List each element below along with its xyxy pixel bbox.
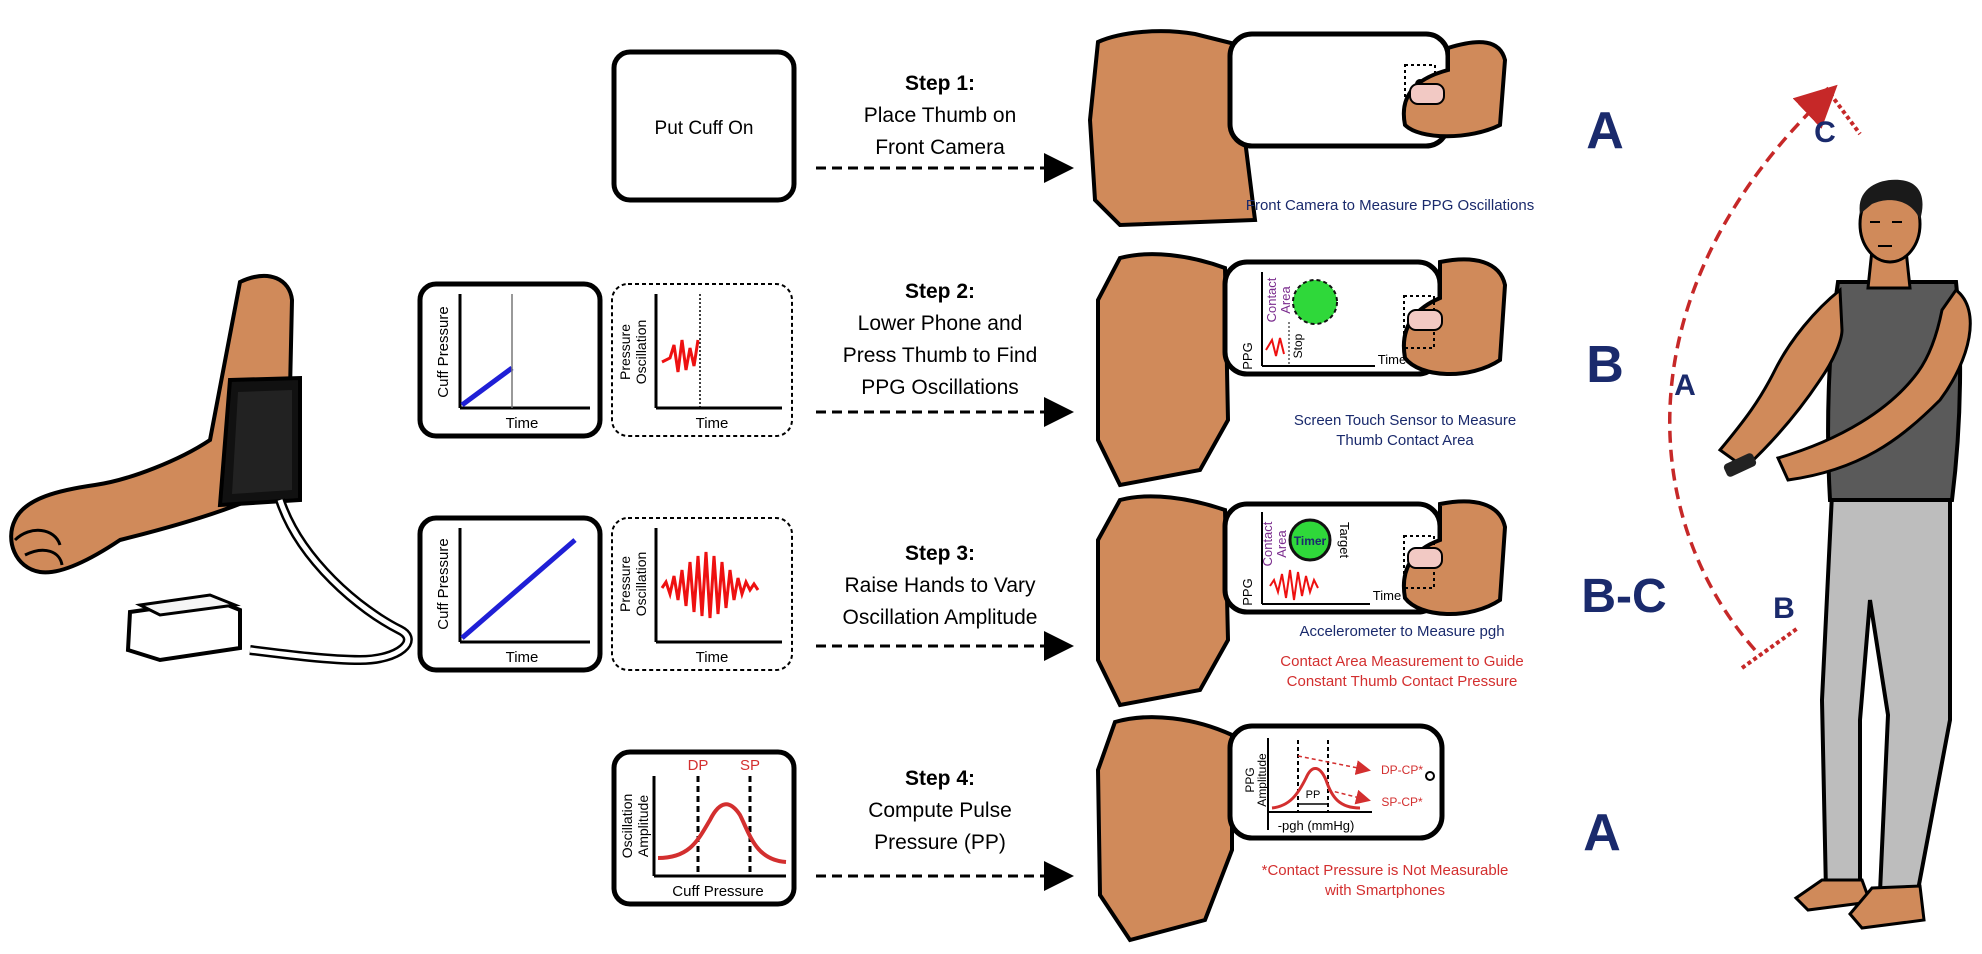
step-4-title: Step 4: xyxy=(905,767,975,790)
phone3-target: Target xyxy=(1337,522,1352,559)
arc-label-c: C xyxy=(1814,116,1836,149)
time-label-3b: Time xyxy=(696,649,729,666)
phone4-pgh: -pgh (mmHg) xyxy=(1278,818,1355,833)
put-cuff-on-label: Put Cuff On xyxy=(655,118,754,139)
arc-label-a: A xyxy=(1674,369,1696,402)
step-2-line-2: Press Thumb to Find xyxy=(843,344,1038,367)
step-2-row: Cuff Pressure Time Pressure Oscillation … xyxy=(417,252,1624,488)
step-2-line-1: Lower Phone and xyxy=(858,312,1023,335)
osc-amp-label-1: Oscillation xyxy=(619,794,635,859)
time-label-2b: Time xyxy=(696,415,729,432)
phone2-area: Area xyxy=(1278,286,1293,314)
phone2-time: Time xyxy=(1378,352,1406,367)
step-1-note-1: Front Camera to Measure PPG Oscillations xyxy=(1246,197,1534,214)
step-4-note-1: *Contact Pressure is Not Measurable xyxy=(1262,862,1509,879)
osc-amp-label-2: Amplitude xyxy=(635,795,651,857)
phone4-sp-cp: SP-CP* xyxy=(1381,795,1423,809)
step-1-line-1: Place Thumb on xyxy=(864,104,1017,127)
step-2-note-2: Thumb Contact Area xyxy=(1336,432,1474,449)
phone2-contact: Contact xyxy=(1264,277,1279,322)
phone3-area: Area xyxy=(1274,530,1289,558)
dp-label: DP xyxy=(688,757,709,774)
step-2-letter: B xyxy=(1586,336,1624,394)
pressure-oscillation-plot-step-2: Pressure Oscillation Time xyxy=(611,283,793,437)
oscillation-label-2: Oscillation xyxy=(633,320,649,385)
step-2-note-1: Screen Touch Sensor to Measure xyxy=(1294,412,1516,429)
step-3-letter: B-C xyxy=(1581,570,1666,623)
cuff-pressure-plot-step-3: Cuff Pressure Time xyxy=(417,515,603,673)
put-cuff-on-box xyxy=(611,49,797,203)
time-label-2a: Time xyxy=(506,415,539,432)
step-1-line-2: Front Camera xyxy=(875,136,1005,159)
phone-step-2: PPG Contact Area Stop Time xyxy=(1096,252,1508,488)
arm-with-cuff-illustration xyxy=(9,274,413,666)
step-3-row: Cuff Pressure Time Pressure Oscillation … xyxy=(417,494,1667,708)
phone4-ppg-amp-2: Amplitude xyxy=(1255,753,1269,807)
cuff-pressure-label-2: Cuff Pressure xyxy=(435,306,452,397)
phone-step-4: PP DP-CP* SP-CP* PPG Amplitude -pgh (mmH… xyxy=(1095,715,1445,943)
oscillation-label-3: Oscillation xyxy=(633,552,649,617)
phone4-dp-cp: DP-CP* xyxy=(1381,763,1423,777)
phone4-pp: PP xyxy=(1306,789,1321,801)
phone3-ppg: PPG xyxy=(1240,578,1255,605)
step-3-title: Step 3: xyxy=(905,542,975,565)
step-3-line-2: Oscillation Amplitude xyxy=(843,606,1038,629)
phone-step-3: Timer PPG Contact Area Target Time xyxy=(1096,494,1508,708)
standing-person-illustration xyxy=(1717,179,1972,930)
cuff-pressure-x-label: Cuff Pressure xyxy=(672,883,763,900)
time-label-3a: Time xyxy=(506,649,539,666)
step-1-title: Step 1: xyxy=(905,72,975,95)
phone3-time: Time xyxy=(1373,588,1401,603)
sp-label: SP xyxy=(740,757,760,774)
step-2-line-3: PPG Oscillations xyxy=(861,376,1019,399)
step-4-note-2: with Smartphones xyxy=(1324,882,1445,899)
cuff-pressure-plot-step-2: Cuff Pressure Time xyxy=(417,281,603,439)
step-4-line-1: Compute Pulse xyxy=(868,799,1012,822)
phone2-ppg: PPG xyxy=(1240,342,1255,369)
arm-motion-arc: A B C xyxy=(1668,84,1862,670)
phone2-stop: Stop xyxy=(1291,333,1305,358)
phone3-timer: Timer xyxy=(1294,534,1327,548)
step-3-note-3: Constant Thumb Contact Pressure xyxy=(1287,673,1518,690)
pressure-label-3: Pressure xyxy=(617,556,633,612)
cuff-pressure-label-3: Cuff Pressure xyxy=(435,538,452,629)
phone-step-1 xyxy=(1087,29,1508,228)
step-3-note-2: Contact Area Measurement to Guide xyxy=(1280,653,1523,670)
step-3-line-1: Raise Hands to Vary xyxy=(844,574,1036,597)
pressure-oscillation-plot-step-3: Pressure Oscillation Time xyxy=(611,517,793,671)
pressure-label-2: Pressure xyxy=(617,324,633,380)
arc-label-b: B xyxy=(1773,592,1795,625)
phone3-contact: Contact xyxy=(1260,521,1275,566)
phone4-ppg-amp-1: PPG xyxy=(1243,767,1257,792)
step-2-title: Step 2: xyxy=(905,280,975,303)
step-1-row: Put Cuff On Step 1: Place Thumb on Front… xyxy=(611,29,1624,228)
step-4-line-2: Pressure (PP) xyxy=(874,831,1006,854)
step-1-letter: A xyxy=(1586,102,1624,160)
step-3-note-1: Accelerometer to Measure pgh xyxy=(1299,623,1504,640)
oscillation-amplitude-plot: DP SP Oscillation Amplitude Cuff Pressur… xyxy=(611,749,797,907)
step-4-letter: A xyxy=(1583,804,1621,862)
step-4-row: DP SP Oscillation Amplitude Cuff Pressur… xyxy=(611,715,1621,943)
